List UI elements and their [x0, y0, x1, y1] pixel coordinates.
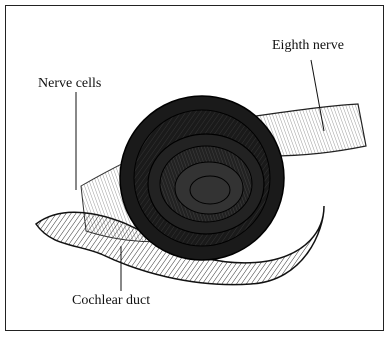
- label-eighth-nerve: Eighth nerve: [272, 38, 344, 54]
- coil-core: [190, 176, 230, 204]
- label-cochlear-duct: Cochlear duct: [72, 293, 150, 309]
- label-nerve-cells: Nerve cells: [38, 76, 101, 92]
- figure-frame: Eighth nerve Nerve cells Cochlear duct: [5, 5, 384, 331]
- cochlea-illustration: [6, 6, 385, 332]
